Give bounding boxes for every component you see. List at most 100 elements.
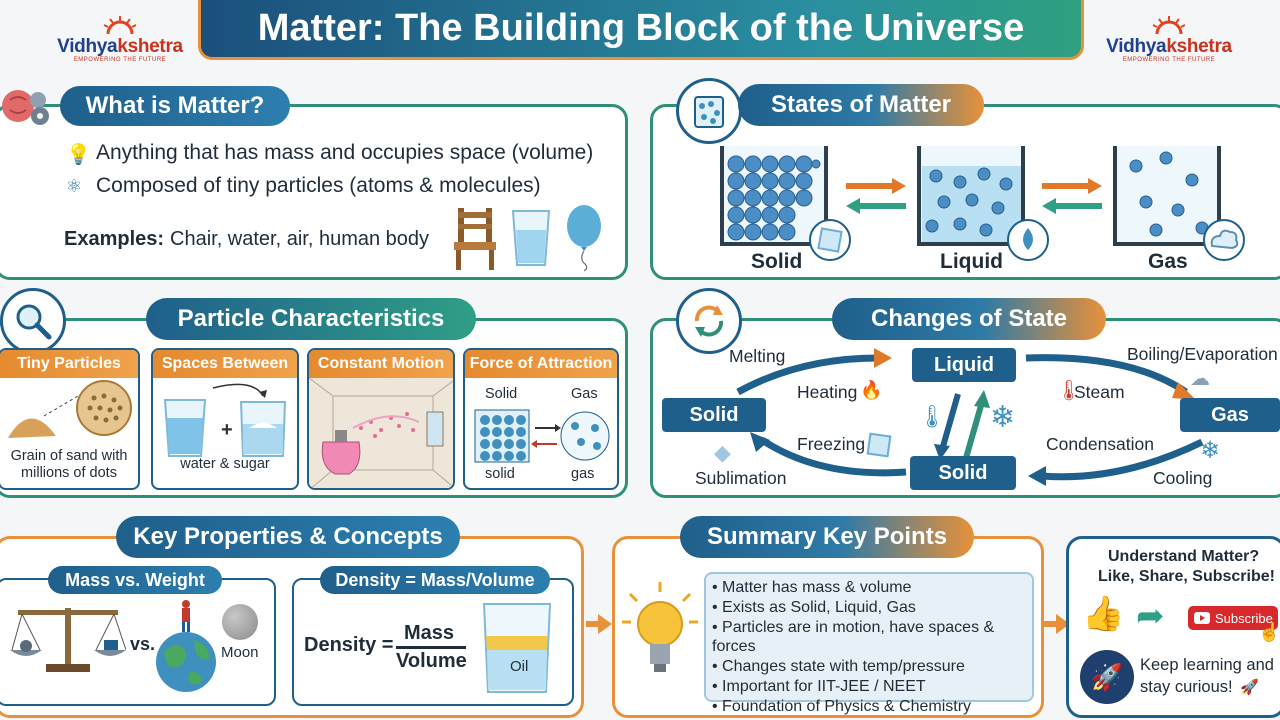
force-diagram bbox=[474, 409, 610, 463]
thermometer-cold-icon: 🌡 bbox=[918, 404, 946, 429]
thumbs-up-icon[interactable]: 👍 bbox=[1082, 595, 1125, 633]
logo-name-a: Vidhya bbox=[1106, 36, 1167, 57]
summary-point: Important for IIT-JEE / NEET bbox=[712, 677, 1032, 697]
snowflake-icon: ❄ bbox=[990, 401, 1016, 434]
state-label-gas: Gas bbox=[1148, 250, 1188, 273]
oil-label: Oil bbox=[510, 658, 529, 675]
label-heating: Heating bbox=[797, 382, 858, 402]
cta-line-2: Like, Share, Subscribe! bbox=[1098, 568, 1275, 585]
what-is-matter-title: What is Matter? bbox=[60, 86, 290, 126]
card-tiny-particles: Tiny Particles Grain of sand with millio… bbox=[0, 348, 140, 490]
force-gas-caption: gas bbox=[571, 466, 595, 482]
logo-name-a: Vidhya bbox=[57, 36, 118, 57]
lightbulb-icon bbox=[622, 582, 698, 672]
thermometer-icon: 🌡 bbox=[1056, 380, 1082, 402]
oil-beaker-icon bbox=[482, 603, 552, 693]
state-box-gas: Gas bbox=[1180, 398, 1280, 432]
page-title: Matter: The Building Block of the Univer… bbox=[257, 7, 1025, 49]
cta-line-1: Understand Matter? bbox=[1108, 548, 1260, 565]
label-freezing: Freezing bbox=[797, 434, 866, 454]
label-steam: Steam bbox=[1074, 382, 1125, 402]
logo-sun-icon bbox=[103, 16, 137, 35]
card-spaces-between: Spaces Between + water & sugar bbox=[151, 348, 299, 490]
card-constant-motion: Constant Motion bbox=[307, 348, 455, 490]
summary-point: Foundation of Physics & Chemistry bbox=[712, 697, 1032, 717]
snowflake-small-icon: ❄ bbox=[1200, 437, 1221, 464]
summary-list-box: Matter has mass & volume Exists as Solid… bbox=[704, 572, 1034, 715]
ice-cube-icon bbox=[866, 432, 892, 458]
rocket-icon: 🚀 bbox=[1080, 650, 1134, 704]
card-spaces-between-caption: water & sugar bbox=[180, 456, 270, 472]
arrow-to-cta-icon bbox=[1044, 614, 1070, 634]
hand-atom-icon: ⚛ bbox=[66, 176, 83, 196]
beaker-particles-icon bbox=[676, 78, 742, 144]
logo-tagline: EMPOWERING THE FUTURE bbox=[1122, 57, 1216, 63]
state-label-liquid: Liquid bbox=[940, 250, 1003, 273]
cycle-arrows-icon bbox=[676, 288, 742, 354]
ice-chunk-icon: ◆ bbox=[714, 440, 731, 465]
moon-icon bbox=[222, 604, 258, 640]
logo-name-b: kshetra bbox=[1166, 36, 1232, 57]
matter-point-2: Composed of tiny particles (atoms & mole… bbox=[96, 174, 541, 197]
cursor-hand-icon: ☝ bbox=[1258, 622, 1280, 642]
card-tiny-particles-title: Tiny Particles bbox=[0, 350, 138, 378]
logo-sun-icon bbox=[1152, 16, 1186, 35]
brain-gear-icon bbox=[0, 80, 52, 132]
examples-text: Chair, water, air, human body bbox=[170, 228, 430, 250]
state-box-liquid: Liquid bbox=[912, 348, 1016, 382]
key-properties-title: Key Properties & Concepts bbox=[116, 516, 460, 558]
bulb-icon: 💡 bbox=[66, 144, 91, 166]
state-box-solid-bottom: Solid bbox=[910, 456, 1016, 490]
states-title: States of Matter bbox=[738, 84, 984, 126]
cta-keep-2: stay curious! bbox=[1140, 678, 1233, 696]
magnifier-icon bbox=[0, 288, 66, 354]
moon-label: Moon bbox=[221, 644, 259, 661]
summary-point: Changes state with temp/pressure bbox=[712, 657, 1032, 677]
water-glass-icon bbox=[511, 210, 551, 266]
changes-title: Changes of State bbox=[832, 298, 1106, 340]
card-constant-motion-title: Constant Motion bbox=[309, 350, 453, 378]
changes-arrows bbox=[736, 348, 1204, 486]
matter-point-1: Anything that has mass and occupies spac… bbox=[96, 141, 594, 164]
mass-weight-title: Mass vs. Weight bbox=[48, 566, 222, 594]
state-box-solid-left: Solid bbox=[662, 398, 766, 432]
label-cooling: Cooling bbox=[1153, 468, 1213, 488]
balloon-icon bbox=[567, 205, 601, 272]
density-title: Density = Mass/Volume bbox=[320, 566, 550, 594]
small-rocket-icon: 🚀 bbox=[1240, 679, 1259, 696]
card-tiny-particles-caption: Grain of sand with millions of dots bbox=[10, 448, 128, 481]
share-arrow-icon[interactable]: ➦ bbox=[1136, 597, 1165, 635]
subscribe-button[interactable]: Subscribe bbox=[1188, 606, 1278, 630]
fraction-bar bbox=[396, 646, 466, 649]
earth-person-icon bbox=[156, 600, 216, 692]
summary-point: Matter has mass & volume bbox=[712, 578, 1032, 598]
particle-title: Particle Characteristics bbox=[146, 298, 476, 340]
scale-icon bbox=[10, 608, 126, 672]
cloud-icon: ☁ bbox=[1190, 368, 1210, 390]
subscribe-label: Subscribe bbox=[1215, 610, 1273, 626]
logo-right: Vidhyakshetra EMPOWERING THE FUTURE bbox=[1104, 14, 1234, 63]
vs-text: vs. bbox=[130, 634, 156, 654]
summary-point: Exists as Solid, Liquid, Gas bbox=[712, 598, 1032, 618]
label-melting: Melting bbox=[729, 346, 786, 366]
density-denominator: Volume bbox=[396, 650, 467, 672]
card-force-attraction-title: Force of Attraction bbox=[465, 350, 617, 378]
svg-text:+: + bbox=[221, 419, 233, 441]
sand-grain-icon bbox=[8, 380, 132, 438]
logo-name-b: kshetra bbox=[117, 36, 183, 57]
card-spaces-between-title: Spaces Between bbox=[153, 350, 297, 378]
force-gas-label: Gas bbox=[571, 386, 598, 402]
card-force-attraction: Force of Attraction Solid Gas solid gas bbox=[463, 348, 619, 490]
logo-tagline: EMPOWERING THE FUTURE bbox=[73, 57, 167, 63]
summary-point: Particles are in motion, have spaces & f… bbox=[712, 618, 1032, 658]
flame-icon: 🔥 bbox=[860, 380, 883, 400]
perfume-room-icon bbox=[309, 378, 453, 488]
force-solid-label: Solid bbox=[485, 386, 518, 402]
label-sublimation: Sublimation bbox=[695, 468, 787, 488]
state-label-solid: Solid bbox=[751, 250, 803, 273]
logo-left: Vidhyakshetra EMPOWERING THE FUTURE bbox=[55, 14, 185, 63]
water-sugar-icon: + bbox=[163, 383, 287, 457]
label-boiling: Boiling/Evaporation bbox=[1127, 344, 1278, 364]
chair-icon bbox=[454, 208, 496, 270]
density-label: Density = bbox=[304, 634, 394, 656]
